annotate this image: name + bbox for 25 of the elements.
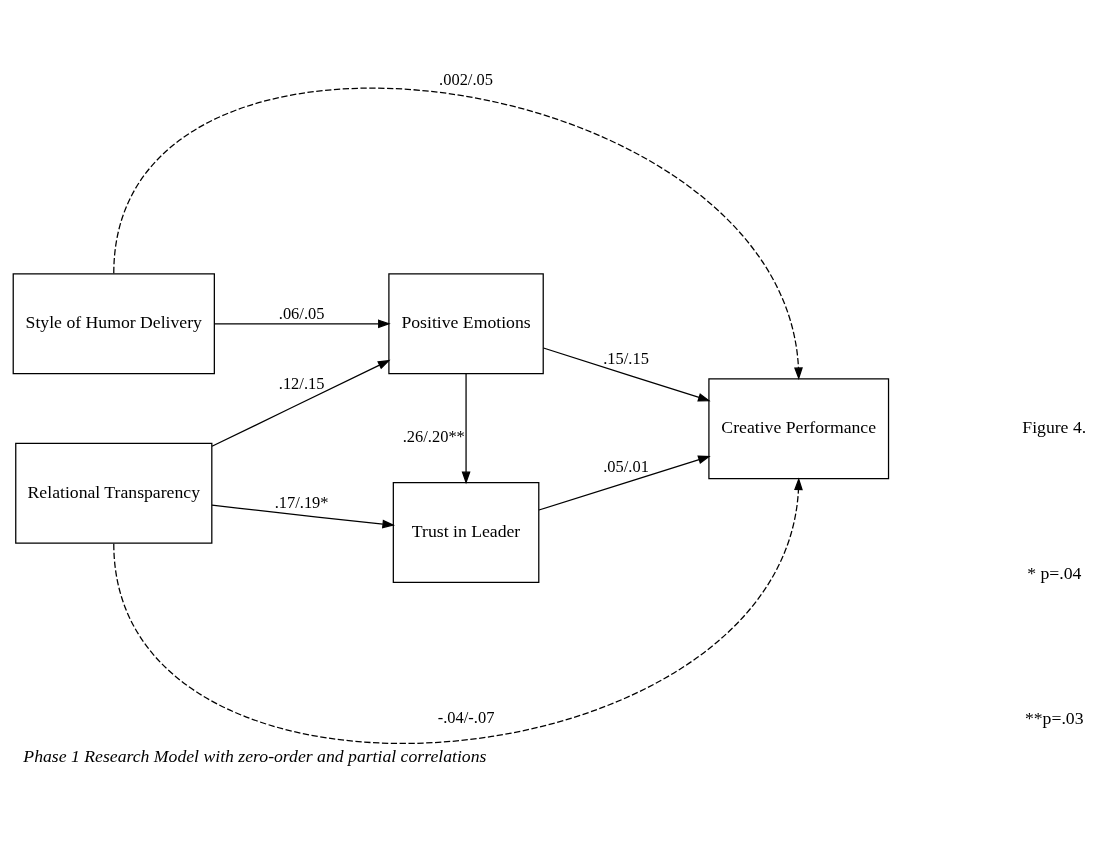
- edge-label: .06/.05: [278, 303, 325, 323]
- node-box: Trust in Leader: [392, 481, 540, 583]
- edge-label: .15/.15: [603, 347, 649, 367]
- edge-label: .12/.15: [278, 373, 325, 393]
- edge-label: .26/.20**: [402, 426, 465, 446]
- arrow: [211, 503, 395, 528]
- caption: Phase 1 Research Model with zero-order and partial correlations: [23, 745, 487, 766]
- node-box: Style of Humor Delivery: [12, 272, 215, 374]
- arrow: [542, 346, 711, 402]
- edge-label: .17/.19*: [274, 492, 329, 512]
- arrow: [211, 359, 391, 447]
- node-box: Positive Emotions: [388, 272, 544, 374]
- node-box: Relational Transparency: [15, 442, 213, 544]
- edge-label: .002/.05: [439, 69, 494, 89]
- arrow: [113, 476, 803, 743]
- label: **p=.03: [1024, 707, 1084, 728]
- arrow: [214, 318, 391, 328]
- node-box: Creative Performance: [708, 377, 890, 479]
- edge-label: .05/.01: [603, 456, 649, 476]
- arrow: [113, 87, 803, 380]
- arrow: [461, 372, 471, 484]
- label: * p=.04: [1027, 562, 1082, 583]
- edge-label: -.04/-.07: [437, 707, 495, 727]
- label: Figure 4.: [1022, 416, 1087, 437]
- arrow: [538, 455, 711, 511]
